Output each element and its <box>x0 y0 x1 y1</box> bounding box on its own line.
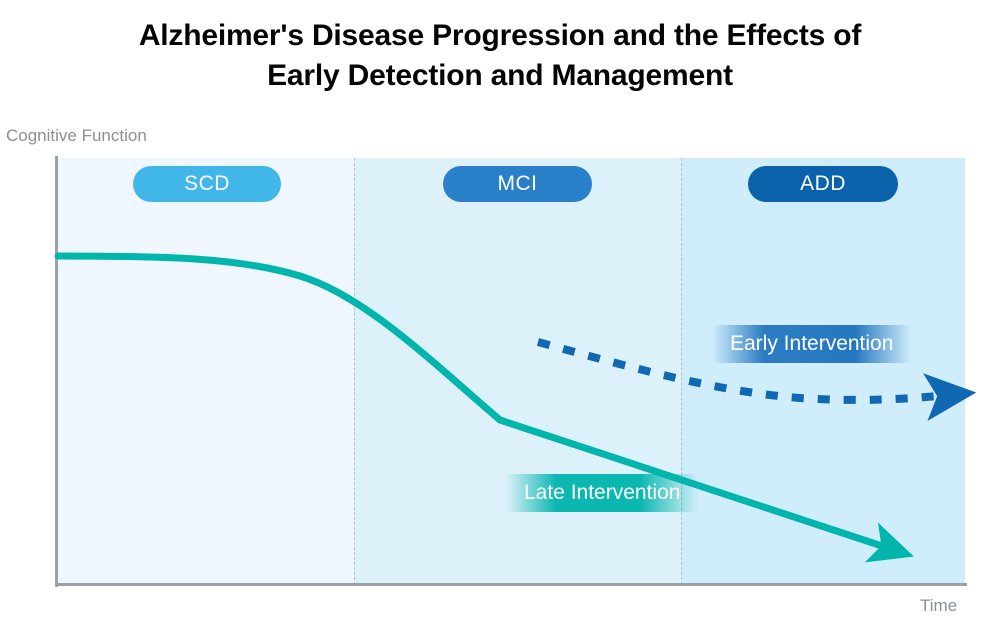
title-line-2: Early Detection and Management <box>267 58 733 92</box>
zone-divider-scd-mci <box>354 158 355 585</box>
title-line-1: Alzheimer's Disease Progression and the … <box>138 19 862 52</box>
y-axis-label: Cognitive Function <box>6 126 147 145</box>
zone-scd <box>58 158 354 585</box>
page-title: Alzheimer's Disease Progression and the … <box>0 16 1000 95</box>
stage-badge-mci-label: MCI <box>497 172 538 195</box>
annotation-late-intervention-label: Late Intervention <box>524 481 681 504</box>
zone-divider-mci-add <box>681 158 682 585</box>
y-axis-line <box>55 156 58 587</box>
x-axis-label: Time <box>920 596 958 615</box>
annotation-late-intervention: Late Intervention <box>506 474 699 512</box>
x-axis-line <box>55 583 967 586</box>
plot-area <box>58 158 965 585</box>
annotation-early-intervention-label: Early Intervention <box>730 332 894 355</box>
annotation-early-intervention: Early Intervention <box>712 325 912 363</box>
stage-badge-mci[interactable]: MCI <box>443 166 592 202</box>
stage-badge-add-label: ADD <box>800 172 846 195</box>
zone-add <box>681 158 965 585</box>
stage-badge-add[interactable]: ADD <box>748 166 898 202</box>
stage-badge-scd[interactable]: SCD <box>133 166 281 202</box>
zone-mci <box>354 158 681 585</box>
stage-badge-scd-label: SCD <box>184 172 230 195</box>
